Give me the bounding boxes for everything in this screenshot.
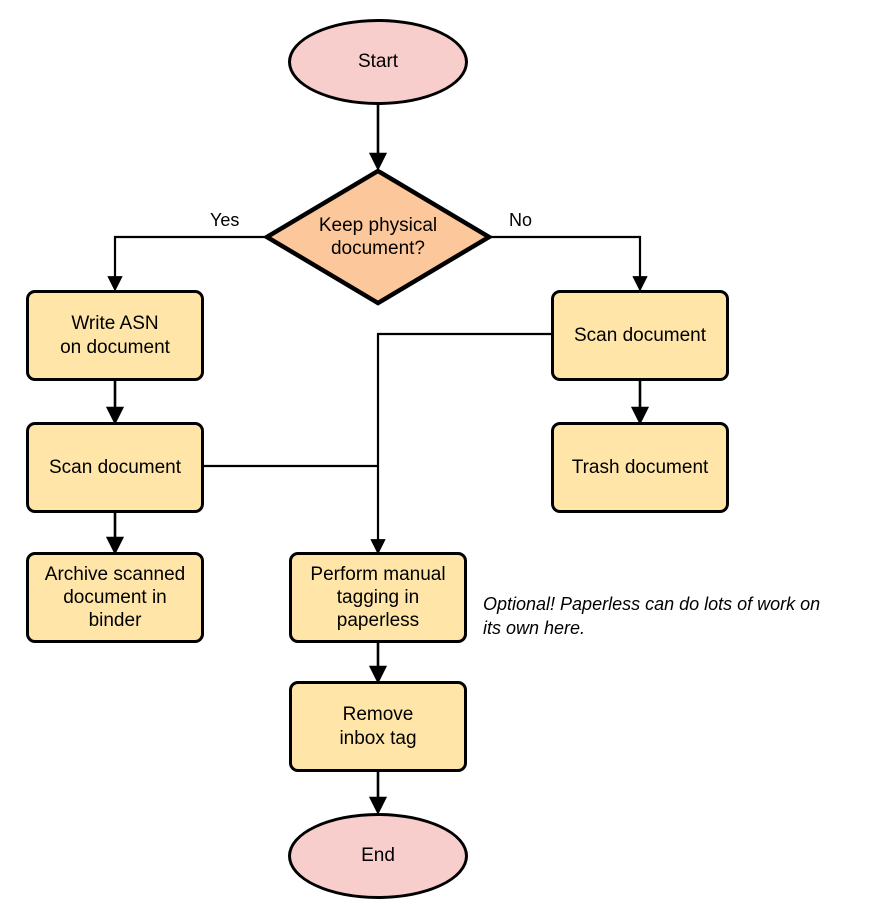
node-scan-document-left-label: Scan document: [48, 456, 182, 478]
node-archive-scanned-document[interactable]: Archive scanned document in binder: [26, 552, 204, 643]
edge-scan-right-to-tagging: [370, 332, 552, 555]
node-remove-inbox-tag[interactable]: Remove inbox tag: [289, 681, 467, 772]
node-start[interactable]: Start: [288, 19, 468, 105]
node-end-label: End: [361, 845, 395, 867]
node-tagging-line3: paperless: [336, 610, 420, 632]
node-decision-line1: Keep physical: [318, 214, 438, 236]
node-scan-document-right-label: Scan document: [573, 324, 707, 346]
node-decision-line2: document?: [330, 238, 425, 259]
node-trash-document-label: Trash document: [571, 456, 709, 478]
note-optional-line1: Optional! Paperless can do lots of work …: [483, 594, 821, 614]
edge-label-no: No: [509, 210, 533, 230]
note-optional-paperless: Optional! Paperless can do lots of work …: [483, 592, 883, 640]
node-remove-inbox-line2: inbox tag: [339, 727, 417, 749]
node-perform-manual-tagging[interactable]: Perform manual tagging in paperless: [289, 552, 467, 643]
node-write-asn-on-document[interactable]: Write ASN on document: [26, 290, 204, 381]
edge-label-yes: Yes: [210, 210, 240, 230]
node-end[interactable]: End: [288, 813, 468, 899]
node-archive-line1: Archive scanned: [44, 563, 186, 585]
node-trash-document[interactable]: Trash document: [551, 422, 729, 513]
node-archive-line2: document in: [63, 586, 167, 608]
node-scan-document-right[interactable]: Scan document: [551, 290, 729, 381]
node-tagging-line2: tagging in: [336, 586, 420, 608]
node-decision-label: Keep physical document?: [264, 168, 492, 306]
node-decision-keep-physical-document[interactable]: Keep physical document?: [264, 168, 492, 306]
node-scan-document-left[interactable]: Scan document: [26, 422, 204, 513]
edge-no-to-scan-right: [490, 235, 648, 292]
edge-yes-to-write-asn: [107, 235, 266, 292]
node-write-asn-line2: on document: [60, 336, 170, 358]
node-tagging-line1: Perform manual: [310, 563, 446, 585]
node-start-label: Start: [357, 51, 399, 73]
note-optional-line2: its own here.: [483, 618, 586, 639]
node-remove-inbox-line1: Remove: [342, 704, 414, 726]
diamond-shape: [264, 168, 492, 306]
node-write-asn-line1: Write ASN: [71, 313, 159, 335]
node-archive-line3: binder: [88, 610, 142, 632]
